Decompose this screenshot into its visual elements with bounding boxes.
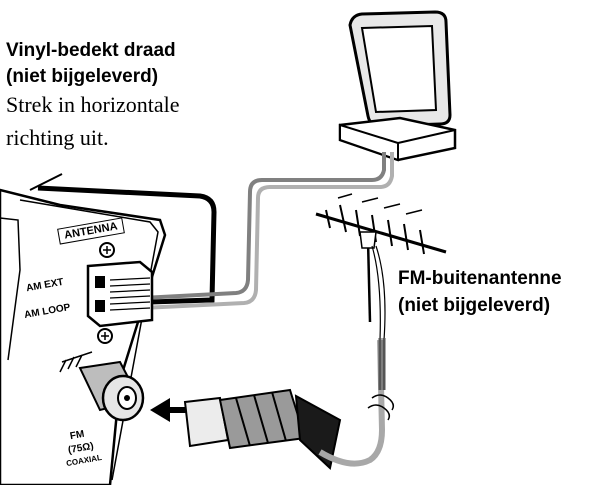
vinyl-wire-note: Strek in horizontale bbox=[6, 92, 180, 117]
fm-outdoor-antenna bbox=[315, 193, 447, 341]
ground-icon bbox=[59, 351, 93, 373]
vinyl-wire-tip bbox=[29, 173, 63, 191]
vinyl-wire bbox=[37, 185, 217, 305]
fm-outdoor-antenna-label: FM-buitenantenne bbox=[398, 268, 562, 289]
fm-coax-plug bbox=[183, 388, 342, 470]
fm-coax-cable bbox=[318, 339, 386, 467]
am-terminal-block bbox=[86, 260, 154, 328]
vinyl-wire-title: Vinyl-bedekt draad bbox=[6, 40, 176, 61]
screw-icon bbox=[97, 328, 113, 344]
vinyl-wire-note-2: richting uit. bbox=[6, 125, 109, 150]
screw-icon bbox=[99, 242, 115, 258]
vinyl-wire-subtitle: (niet bijgeleverd) bbox=[6, 66, 159, 87]
am-loop-wire-a bbox=[141, 152, 386, 300]
cable-break-mark bbox=[367, 394, 395, 421]
antenna-feed-line bbox=[378, 338, 386, 390]
fm-outdoor-antenna-sublabel: (niet bijgeleverd) bbox=[398, 295, 551, 316]
am-loop-wire-b bbox=[141, 152, 394, 310]
fm-coaxial-jack bbox=[78, 360, 145, 422]
am-loop-antenna bbox=[338, 10, 457, 162]
